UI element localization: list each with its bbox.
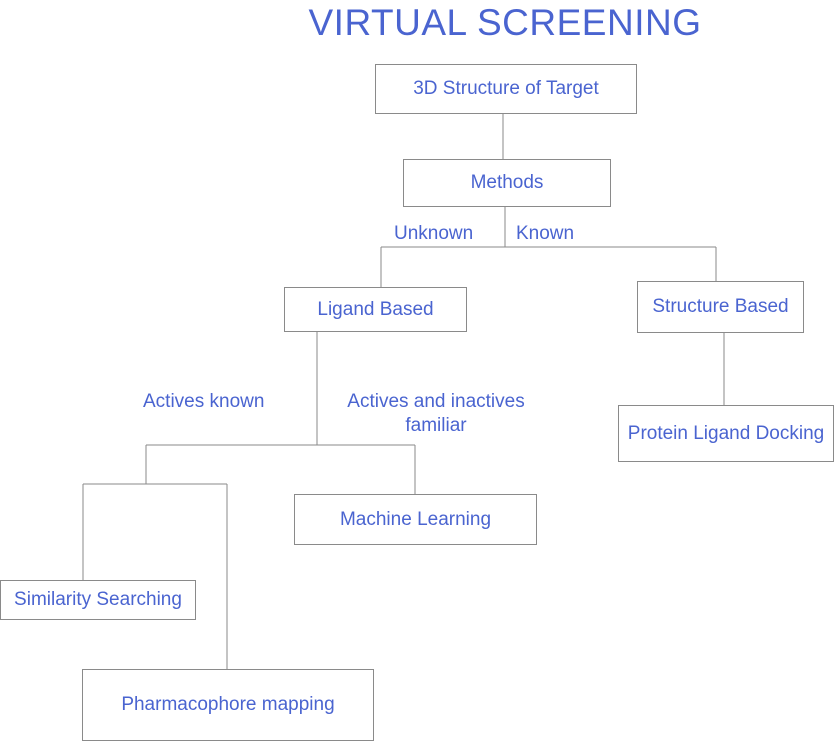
node-ligand-based: Ligand Based	[284, 287, 467, 332]
edge-label-unknown: Unknown	[394, 223, 474, 244]
node-similarity-searching: Similarity Searching	[0, 580, 196, 620]
node-label: Structure Based	[652, 296, 789, 317]
node-pharmacophore-mapping: Pharmacophore mapping	[82, 669, 374, 741]
edge-label-line: familiar	[405, 415, 467, 436]
node-structure-based: Structure Based	[637, 281, 804, 333]
node-label: Methods	[470, 172, 544, 193]
node-label: Ligand Based	[317, 298, 434, 320]
node-machine-learning: Machine Learning	[294, 494, 537, 545]
node-label: 3D Structure of Target	[413, 78, 599, 99]
node-label: Similarity Searching	[14, 589, 182, 610]
page-title: VIRTUAL SCREENING	[308, 2, 702, 43]
node-3d-structure-of-target: 3D Structure of Target	[375, 64, 637, 114]
node-label: Pharmacophore mapping	[121, 694, 335, 715]
edge-label-line: Actives and inactives	[347, 391, 525, 412]
node-label: Machine Learning	[339, 508, 492, 530]
node-methods: Methods	[403, 159, 611, 207]
edge-label-actives-known: Actives known	[143, 391, 265, 412]
edge-label-known: Known	[516, 223, 575, 244]
node-label: Protein Ligand Docking	[627, 422, 825, 444]
node-protein-ligand-docking: Protein Ligand Docking	[618, 405, 834, 462]
edge-label-actives-inactives: Actives and inactives familiar	[336, 390, 536, 438]
